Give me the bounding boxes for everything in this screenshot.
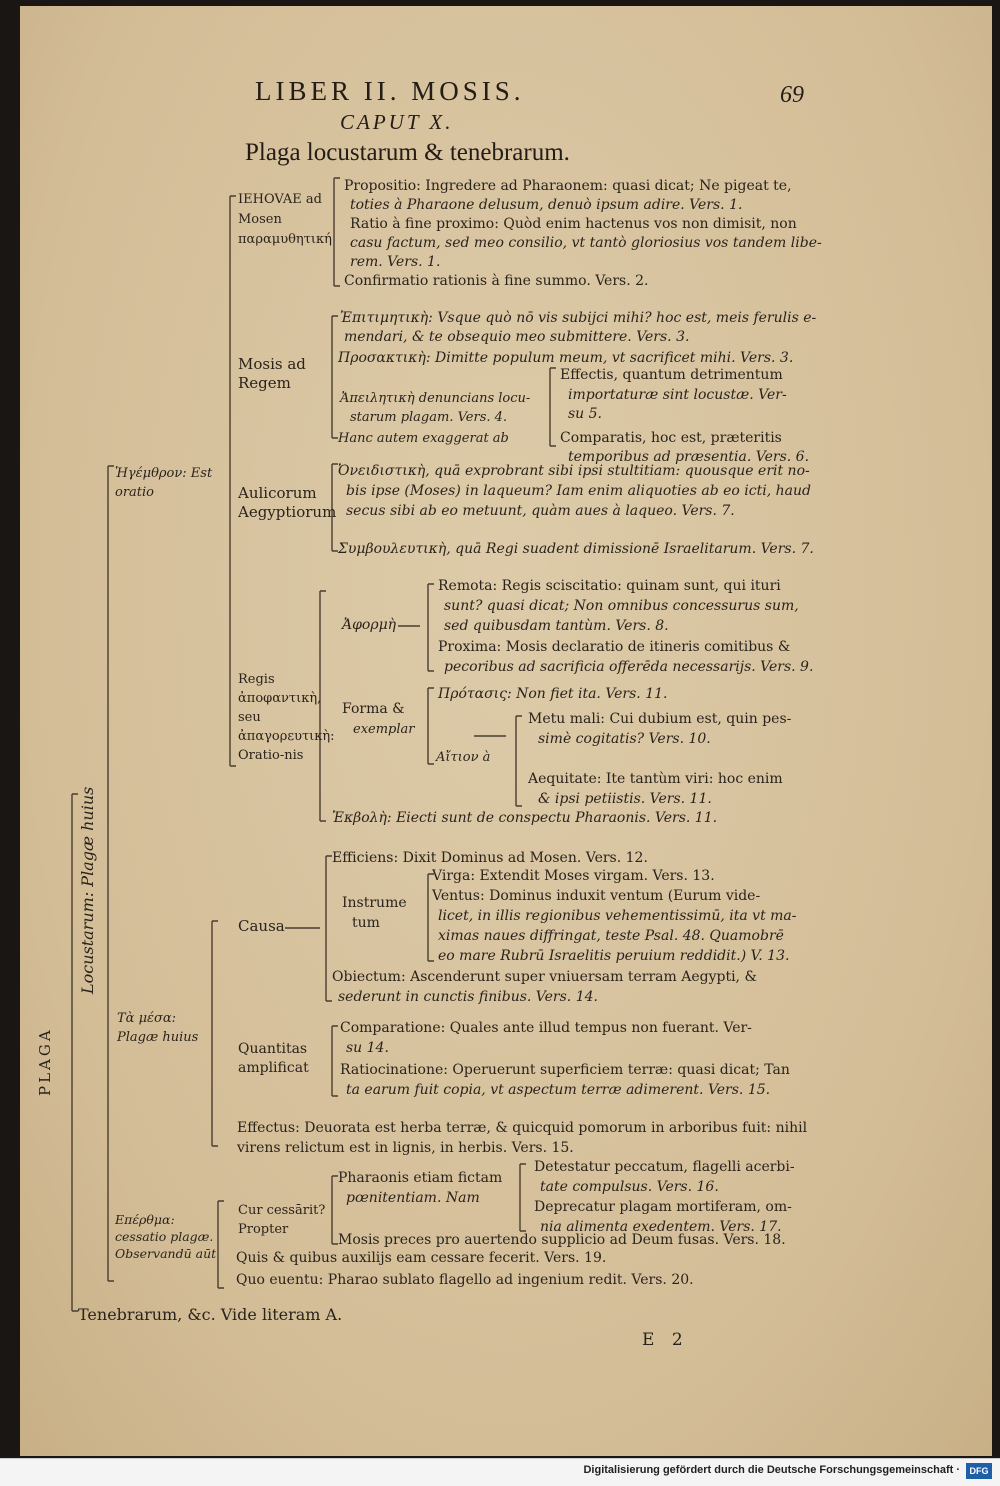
branch-quantitas: Quantitas amplificat [238, 1041, 309, 1076]
line-ekbole: Ἐκβολὴ: Eiecti sunt de conspectu Pharaon… [332, 810, 718, 826]
branch-tameson: Τὰ μέσα: Plagæ huius [117, 1011, 199, 1045]
footer-bar: Digitalisierung gefördert durch die Deut… [0, 1458, 1000, 1486]
line-comparatis-1: Comparatis, hoc est, præteritis [560, 430, 782, 446]
line-ventus-4: eo mare Rubrū Israelitis peruium reddidi… [438, 948, 790, 964]
book-page: LIBER II. MOSIS. 69 CAPUT X. Plaga locus… [20, 6, 992, 1456]
line-obiectum-2: sederunt in cunctis finibus. Vers. 14. [338, 989, 598, 1005]
line-effectis-2: importaturæ sint locustæ. Ver- [568, 387, 787, 403]
line-ratio-2: casu factum, sed meo consilio, vt tantò … [350, 235, 822, 251]
line-ventus-2: licet, in illis regionibus vehementissim… [438, 908, 797, 924]
branch-epirema: Επέρθμα: cessatio plagæ. Observandū aūt [115, 1212, 217, 1261]
line-metu-1: Metu mali: Cui dubium est, quin pes- [528, 711, 792, 727]
label-aition: Αἴτιον à [436, 750, 491, 765]
line-detestatur-2: tate compulsus. Vers. 16. [540, 1179, 719, 1195]
line-epitimetike-1: Ἐπιτιμητικὴ: Vsque quò nō vis subijci mi… [340, 310, 817, 326]
line-pharaonis-2: pœnitentiam. Nam [346, 1190, 480, 1206]
line-confirmatio: Confirmatio rationis à fine summo. Vers.… [344, 273, 649, 289]
label-aphorme: Ἀφορμὴ [342, 617, 397, 633]
line-comparatis-2: temporibus ad præsentia. Vers. 6. [568, 449, 810, 465]
line-proxima-2: pecoribus ad sacrificia offerēda necessa… [444, 659, 814, 675]
signature-mark: E 2 [642, 1330, 689, 1350]
line-aequitate-2: & ipsi petiistis. Vers. 11. [538, 791, 712, 807]
line-obiectum-1: Obiectum: Ascenderunt super vniuersam te… [332, 969, 757, 985]
footer-credit: Digitalisierung gefördert durch die Deut… [583, 1464, 960, 1476]
line-epitimetike-2: mendari, & te obsequio meo submittere. V… [344, 329, 690, 345]
line-quis: Quis & quibus auxilijs eam cessare fecer… [236, 1250, 607, 1266]
branch-aulicorum: Aulicorum Aegyptiorum [238, 484, 337, 521]
line-aequitate-1: Aequitate: Ite tantùm viri: hoc enim [528, 771, 783, 787]
line-prosaktike: Προσακτικὴ: Dimitte populum meum, vt sac… [338, 350, 794, 366]
line-effectis-3: su 5. [568, 406, 603, 422]
label-forma: Forma & [342, 701, 405, 717]
line-effectis-1: Effectis, quantum detrimentum [560, 367, 783, 383]
line-comparatione-1: Comparatione: Quales ante illud tempus n… [340, 1020, 752, 1036]
page-number: 69 [780, 82, 804, 108]
line-ratiocinatione-1: Ratiocinatione: Operuerunt superficiem t… [340, 1062, 790, 1078]
branch-locustarum: Locustarum: Plagæ huius [78, 786, 97, 994]
line-ratio-1: Ratio à fine proximo: Quòd enim hactenus… [350, 216, 797, 232]
branch-causa: Causa [238, 917, 285, 935]
line-remota-2: sunt? quasi dicat; Non omnibus concessur… [444, 598, 799, 614]
line-virga: Virga: Extendit Moses virgam. Vers. 13. [432, 868, 715, 884]
line-metu-2: simè cogitatis? Vers. 10. [538, 731, 711, 747]
line-remota-1: Remota: Regis sciscitatio: quinam sunt, … [438, 578, 781, 594]
line-oneidistike-2: bis ipse (Moses) in laqueum? Iam enim al… [346, 483, 811, 499]
branch-cur: Cur cessārit? Propter [238, 1203, 326, 1237]
label-exemplar: exemplar [353, 722, 415, 737]
line-effectus: Effectus: Deuorata est herba terræ, & qu… [237, 1120, 808, 1156]
line-ratiocinatione-2: ta earum fuit copia, vt aspectum terræ a… [346, 1082, 771, 1098]
line-detestatur-1: Detestatur peccatum, flagelli acerbi- [534, 1159, 795, 1175]
line-mosis-preces: Mosis preces pro auertendo supplicio ad … [338, 1232, 786, 1248]
line-ventus-3: ximas naues diffringat, teste Psal. 48. … [438, 928, 784, 944]
line-efficiens: Efficiens: Dixit Dominus ad Mosen. Vers.… [332, 850, 648, 866]
branch-hegemon: Ἡγέμθρον: Est oratio [115, 466, 213, 500]
line-oneidistike-3: secus sibi ab eo metuunt, quàm aues à la… [346, 503, 735, 519]
chapter-heading: CAPUT X. [340, 110, 454, 134]
line-hanc-autem: Hanc autem exaggerat ab [338, 431, 509, 446]
branch-tenebrarum: Tenebrarum, &c. Vide literam A. [78, 1305, 343, 1324]
line-deprecatur-1: Deprecatur plagam mortiferam, om- [534, 1199, 792, 1215]
root-plaga: PLAGA [36, 1027, 54, 1096]
label-instrumentum-1: Instrume [342, 895, 407, 911]
line-apeilitike-2: starum plagam. Vers. 4. [350, 410, 508, 425]
line-oneidistike-1: Ὀνειδιστικὴ, quā exprobrant sibi ipsi st… [338, 463, 810, 479]
line-deprecatur-2: nia alimenta exedentem. Vers. 17. [540, 1219, 782, 1235]
line-comparatione-2: su 14. [346, 1040, 389, 1056]
line-ventus-1: Ventus: Dominus induxit ventum (Eurum vi… [432, 888, 761, 904]
branch-mosis-ad-regem: Mosis ad Regem [238, 355, 306, 392]
line-apeilitike-1: Ἀπειλητικὴ denuncians locu- [340, 391, 531, 406]
dfg-logo-icon: DFG [966, 1463, 992, 1479]
line-propositio-1: Propositio: Ingredere ad Pharaonem: quas… [344, 178, 792, 194]
line-protasis: Πρότασις: Non fiet ita. Vers. 11. [438, 686, 668, 702]
line-quo: Quo euentu: Pharao sublato flagello ad i… [236, 1272, 694, 1288]
running-title: LIBER II. MOSIS. [255, 76, 525, 106]
line-symbouleutike: Συμβουλευτικὴ, quā Regi suadent dimissio… [338, 541, 814, 557]
line-propositio-2: toties à Pharaone delusum, denuò ipsum a… [350, 197, 743, 213]
line-pharaonis-1: Pharaonis etiam fictam [338, 1170, 503, 1186]
branch-jehovae: IEHOVAE ad Mosen παραμυθητική [238, 192, 332, 247]
bracket-lines [71, 177, 556, 1312]
line-remota-3: sed quibusdam tantùm. Vers. 8. [444, 618, 669, 634]
label-instrumentum-2: tum [352, 915, 380, 931]
section-title: Plaga locustarum & tenebrarum. [245, 139, 570, 166]
line-proxima-1: Proxima: Mosis declaratio de itineris co… [438, 639, 791, 655]
line-ratio-3: rem. Vers. 1. [350, 254, 441, 270]
branch-regis: Regis ἀποφαντικὴ, seu ἀπαγορευτικὴ: Orat… [238, 672, 335, 763]
